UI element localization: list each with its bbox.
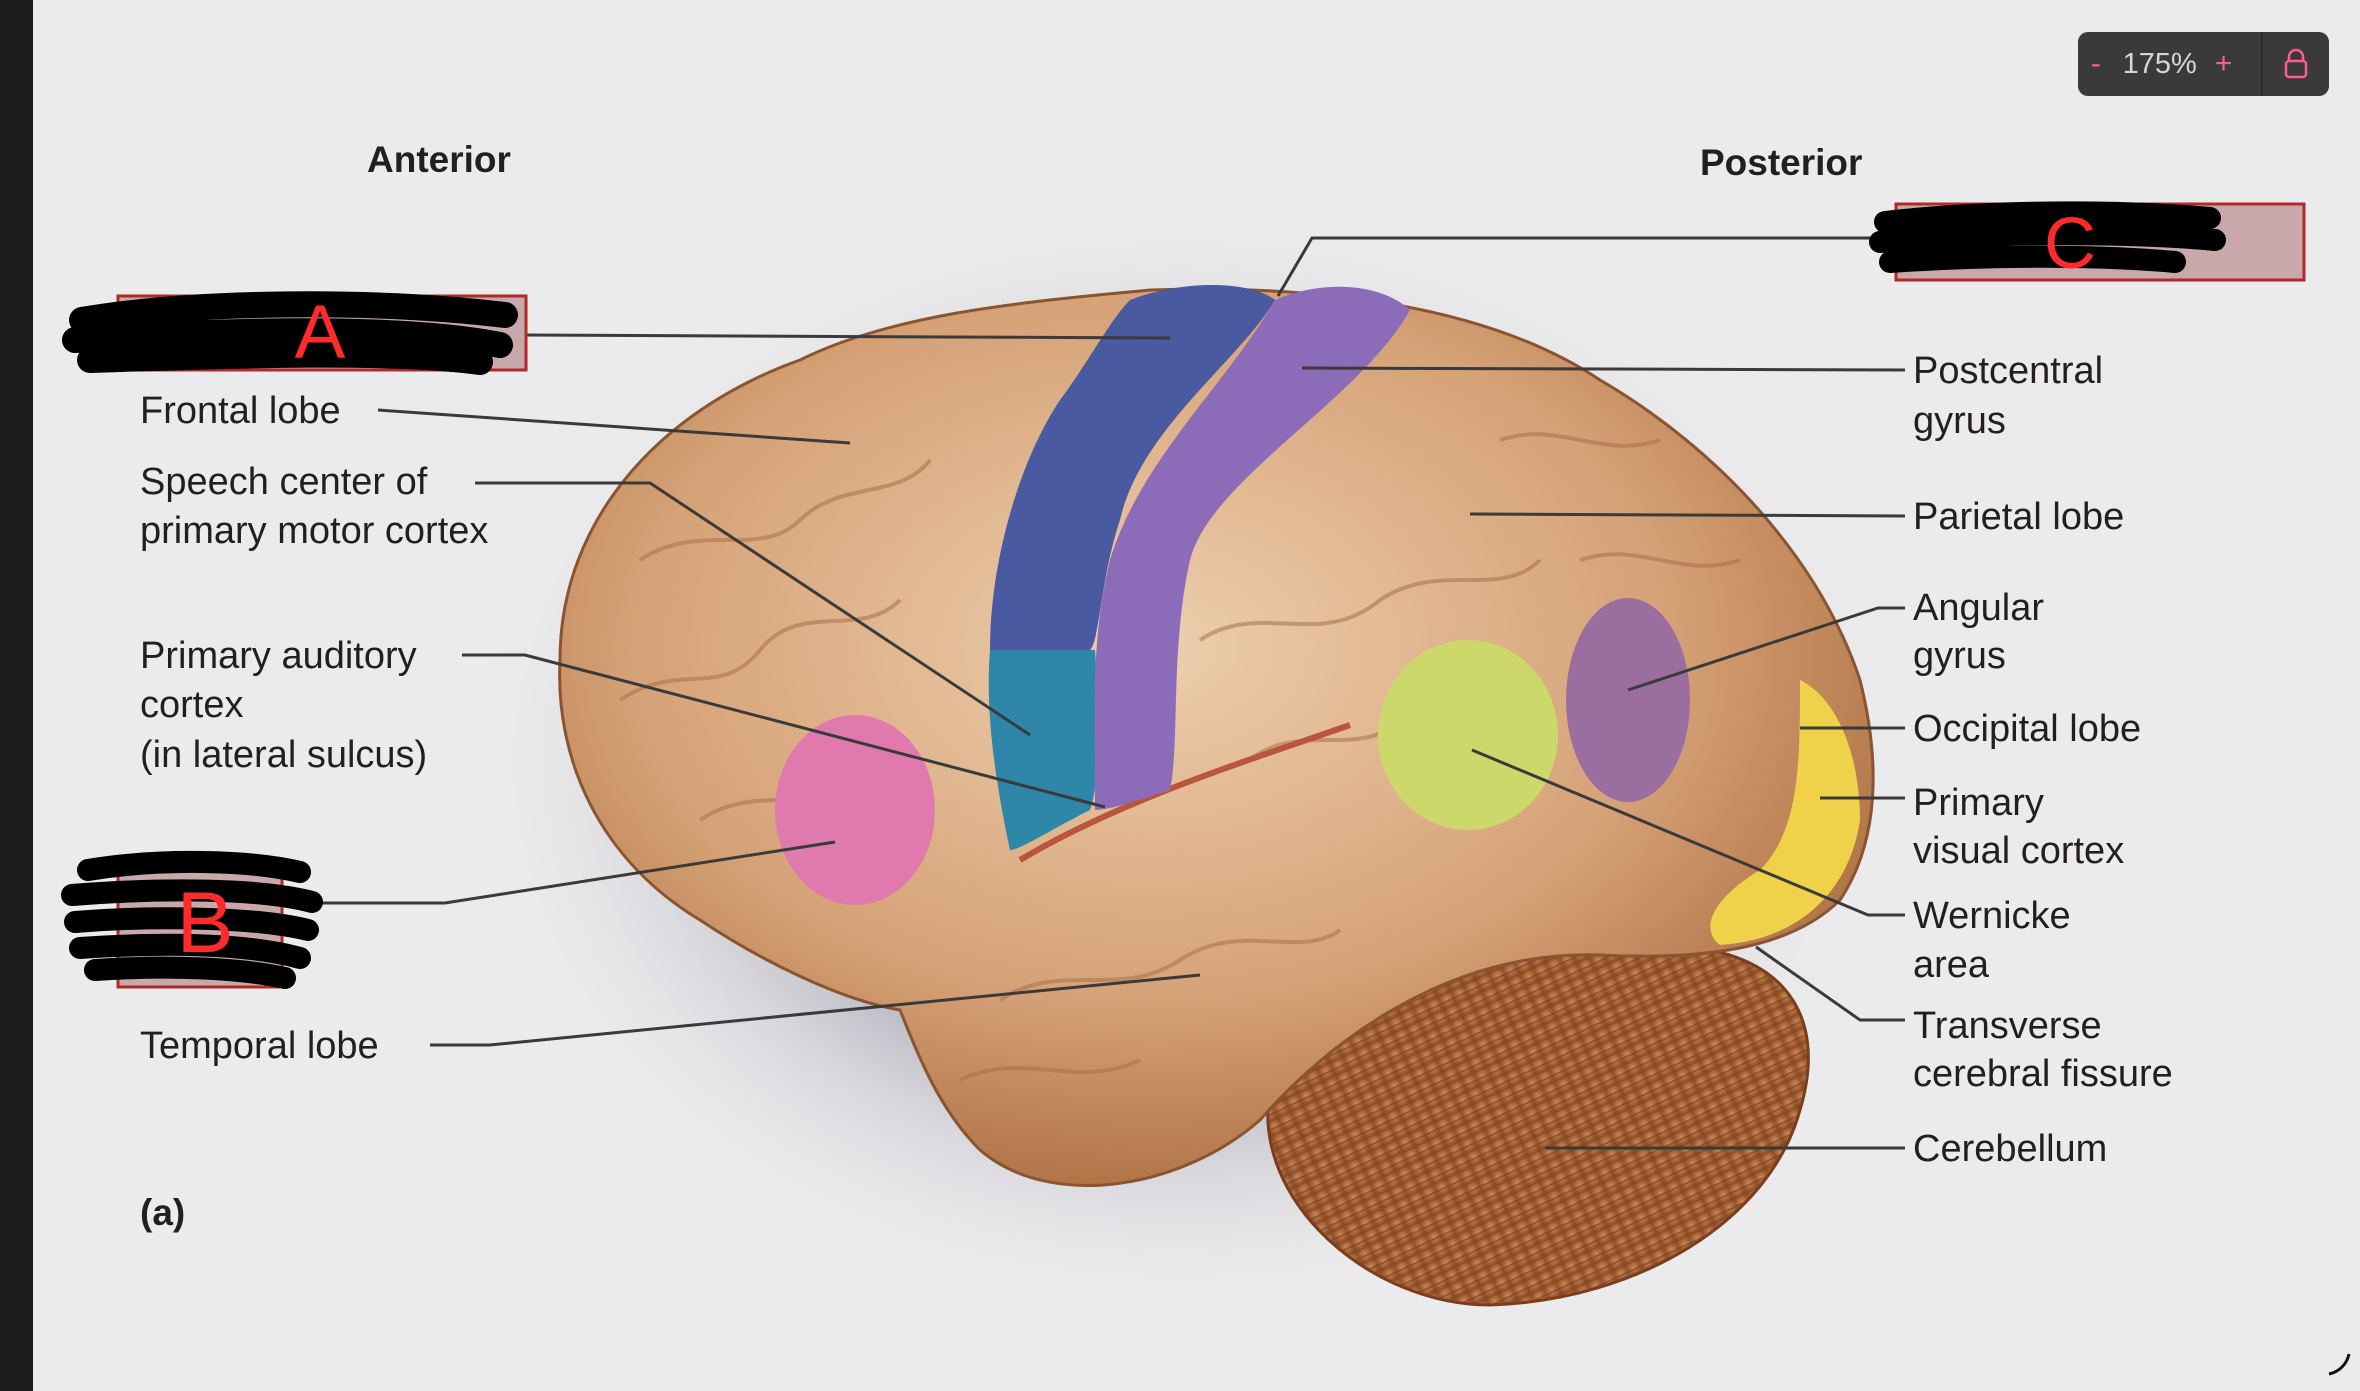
lateral-sulcus	[1018, 722, 1351, 863]
cerebellum-label: Cerebellum	[1913, 1128, 2107, 1170]
wernicke-area-region	[1378, 640, 1558, 830]
speech-center-label-line2: primary motor cortex	[140, 510, 488, 552]
temporal-lobe-label: Temporal lobe	[140, 1025, 379, 1067]
postcentral-gyrus-label-line2: gyrus	[1913, 400, 2006, 442]
wernicke-area-label-line1: Wernicke	[1913, 895, 2071, 937]
parietal-lobe-label: Parietal lobe	[1913, 496, 2124, 538]
leader-lines	[318, 236, 1906, 1150]
zoom-out-button[interactable]: -	[2090, 47, 2101, 80]
postcentral-gyrus-label-line1: Postcentral	[1913, 350, 2103, 392]
masked-label-a[interactable]: A	[62, 290, 528, 375]
angular-gyrus-label-line1: Angular	[1913, 587, 2044, 629]
precentral-gyrus-region	[990, 285, 1275, 650]
zoom-divider	[2261, 32, 2264, 96]
primary-visual-label-line1: Primary	[1913, 782, 2044, 824]
anterior-label: Anterior	[367, 139, 511, 180]
primary-auditory-label-line2: cortex	[140, 684, 243, 726]
posterior-label: Posterior	[1700, 142, 1862, 183]
primary-visual-region	[1710, 680, 1860, 945]
masked-label-a-letter: A	[295, 290, 346, 375]
transverse-fissure-label-line1: Transverse	[1913, 1005, 2102, 1047]
wernicke-area-label-line2: area	[1913, 944, 1990, 986]
primary-auditory-region	[775, 715, 935, 905]
panel-label: (a)	[140, 1192, 185, 1233]
speech-center-label-line1: Speech center of	[140, 461, 428, 503]
masked-label-b-letter: B	[176, 875, 233, 971]
primary-auditory-label-line3: (in lateral sulcus)	[140, 734, 427, 776]
zoom-control: - 175% +	[2078, 32, 2329, 96]
speech-center-region	[988, 650, 1099, 850]
masked-label-c[interactable]: C	[1869, 201, 2306, 284]
zoom-level: 175%	[2122, 47, 2197, 80]
left-window-edge	[0, 0, 33, 1391]
transverse-fissure-label-line2: cerebral fissure	[1913, 1053, 2173, 1095]
occipital-lobe-label: Occipital lobe	[1913, 708, 2141, 750]
resize-corner-icon[interactable]	[2325, 1350, 2353, 1378]
angular-gyrus-region	[1566, 598, 1690, 802]
postcentral-gyrus-region	[1094, 286, 1410, 810]
lock-button[interactable]	[2263, 32, 2329, 96]
zoom-in-button[interactable]: +	[2214, 47, 2233, 80]
angular-gyrus-label-line2: gyrus	[1913, 635, 2006, 677]
primary-auditory-label-line1: Primary auditory	[140, 635, 417, 677]
primary-visual-label-line2: visual cortex	[1913, 830, 2124, 872]
masked-label-c-letter: C	[2044, 204, 2096, 284]
frontal-lobe-label: Frontal lobe	[140, 390, 341, 432]
lock-icon	[2284, 48, 2308, 79]
masked-label-b[interactable]: B	[61, 850, 323, 989]
